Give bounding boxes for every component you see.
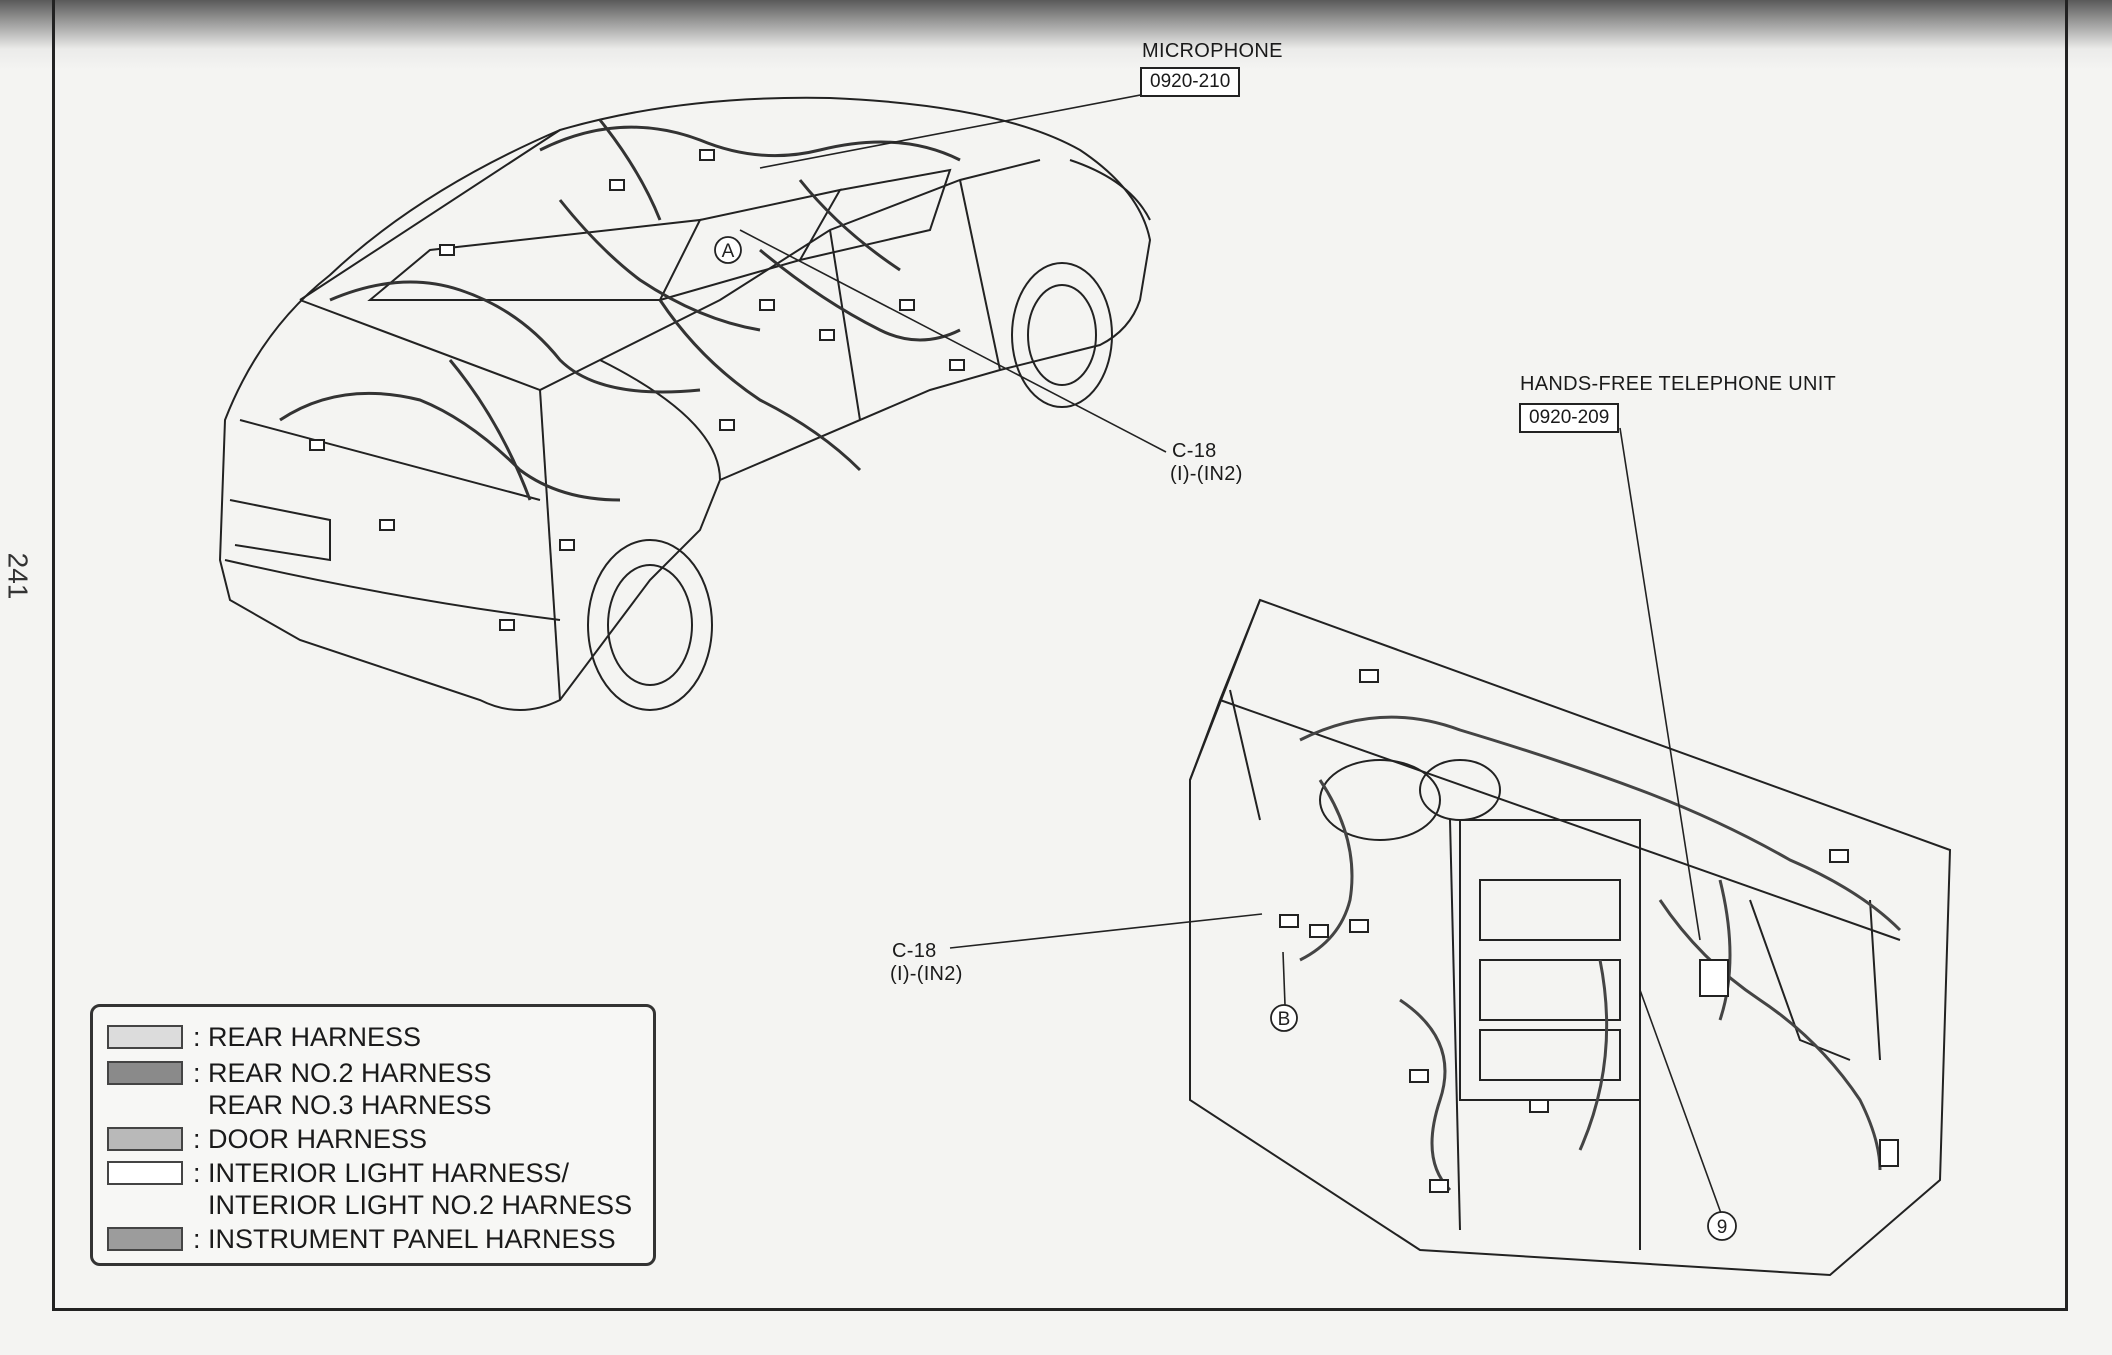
microphone-label: MICROPHONE	[1142, 40, 1283, 62]
legend-item-rear: : REAR HARNESS	[107, 1021, 421, 1053]
vehicle-connectors	[309, 149, 965, 631]
dashboard-connectors	[1279, 669, 1899, 1193]
vehicle-illustration	[218, 96, 1152, 711]
legend-swatch	[107, 1161, 183, 1185]
microphone-code: 0920-210	[1140, 67, 1241, 97]
legend-swatch	[107, 1127, 183, 1151]
legend-text: : INSTRUMENT PANEL HARNESS	[193, 1224, 616, 1254]
telephone-unit-code: 0920-209	[1519, 403, 1620, 433]
svg-text:A: A	[722, 241, 735, 262]
dashboard-harness-wires	[1299, 715, 1902, 1192]
harness-legend: : REAR HARNESS : REAR NO.2 HARNESS REAR …	[90, 1004, 656, 1266]
svg-text:9: 9	[1717, 1217, 1728, 1238]
legend-swatch	[107, 1227, 183, 1251]
legend-text: : REAR HARNESS	[193, 1022, 422, 1052]
marker-nine: 9	[1707, 1211, 1737, 1241]
connector-top-pins: (I)-(IN2)	[1170, 463, 1243, 485]
svg-text:B: B	[1278, 1009, 1291, 1030]
dashboard-illustration	[1189, 598, 1952, 1277]
connector-top-id: C-18	[1172, 440, 1217, 462]
leader-lines	[739, 91, 1723, 1217]
marker-a: A	[714, 236, 742, 264]
legend-item-interior-light: : INTERIOR LIGHT HARNESS/ INTERIOR LIGHT…	[107, 1157, 632, 1221]
connector-dash-pins: (I)-(IN2)	[890, 963, 963, 985]
telephone-unit-label: HANDS-FREE TELEPHONE UNIT	[1520, 373, 1837, 395]
legend-swatch	[107, 1061, 183, 1085]
page-frame	[52, 0, 2068, 1311]
legend-text: : INTERIOR LIGHT HARNESS/ INTERIOR LIGHT…	[193, 1158, 633, 1220]
legend-item-door: : DOOR HARNESS	[107, 1123, 427, 1155]
marker-b: B	[1270, 1004, 1298, 1032]
legend-item-instrument-panel: : INSTRUMENT PANEL HARNESS	[107, 1223, 616, 1255]
legend-item-rear-no2: : REAR NO.2 HARNESS REAR NO.3 HARNESS	[107, 1057, 492, 1121]
scan-shadow	[0, 0, 2112, 70]
connector-dash-id: C-18	[892, 940, 937, 962]
vehicle-harness-wires	[279, 119, 961, 502]
legend-text: : DOOR HARNESS	[193, 1124, 428, 1154]
legend-swatch	[107, 1025, 183, 1049]
legend-text: : REAR NO.2 HARNESS REAR NO.3 HARNESS	[193, 1058, 492, 1120]
